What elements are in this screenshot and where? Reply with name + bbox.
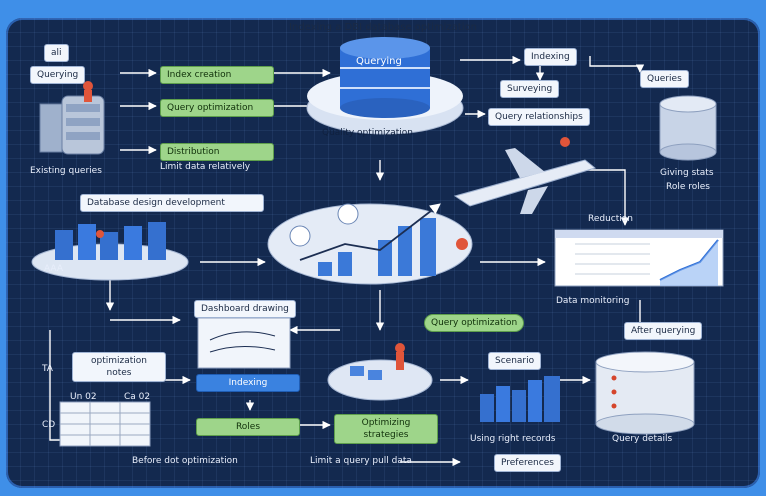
- text-data-monitoring: Data monitoring: [556, 296, 630, 306]
- node-dashboard-drawing: Dashboard drawing: [194, 300, 296, 318]
- side-tag-ta: TA: [42, 364, 53, 374]
- left-bar-platform: [31, 222, 189, 281]
- central-database-icon: [306, 37, 464, 135]
- tag-top-left: ali: [44, 44, 69, 62]
- node-surveying: Surveying: [500, 80, 560, 98]
- diagram-title: Indexing a DBI database optimization: [289, 22, 477, 33]
- node-index-creation: Index creation: [160, 66, 274, 84]
- bottom-database-icon: [595, 351, 695, 435]
- text-existing-queries: Existing queries: [30, 166, 102, 176]
- text-giving-stats: Giving stats: [660, 168, 714, 178]
- text-quality-optimization: Quality optimization: [322, 128, 414, 138]
- node-roles: Roles: [196, 418, 300, 436]
- node-queries: Queries: [640, 70, 689, 88]
- monitoring-platform: [327, 343, 433, 401]
- server-stack-icon: [39, 81, 105, 155]
- node-querying: Querying: [30, 66, 86, 84]
- text-before-optimization: Before dot optimization: [132, 456, 238, 466]
- text-limit-query: Limit a query pull data: [310, 456, 412, 466]
- node-optimize-strategies: Optimizing strategies: [334, 414, 438, 444]
- text-reduction: Reduction: [588, 214, 633, 224]
- table-before-panel: [59, 401, 151, 447]
- text-limit-data: Limit data relatively: [160, 162, 251, 172]
- text-role-roles: Role roles: [666, 182, 710, 192]
- text-ca-02: Ca 02: [124, 392, 151, 402]
- text-aaa: AAA: [44, 264, 63, 274]
- text-un-02: Un 02: [70, 392, 97, 402]
- bottom-bar-cluster: [480, 376, 560, 422]
- node-after-querying: After querying: [624, 322, 703, 340]
- center-db-label: Querying: [356, 56, 402, 67]
- node-indexing: Indexing: [524, 48, 577, 66]
- airplane-icon: [453, 137, 597, 214]
- side-tag-cd: CD: [42, 420, 56, 430]
- text-query-details: Query details: [612, 434, 673, 444]
- node-data-dev: Database design development: [80, 194, 264, 212]
- node-after-query-details: optimization notes: [72, 352, 166, 382]
- node-query-optimization: Query optimization: [160, 99, 274, 117]
- table-chart-panel: [554, 229, 724, 287]
- node-index-box: Indexing: [196, 374, 300, 392]
- hub-platform: [267, 203, 473, 285]
- node-distribution: Distribution: [160, 143, 274, 161]
- text-using-right-records: Using right records: [470, 434, 556, 444]
- dashboard-panel: [197, 317, 291, 369]
- right-database-icon: [659, 95, 717, 161]
- arrow-indexing-queries: [589, 56, 645, 73]
- node-query-relationships: Query relationships: [488, 108, 590, 126]
- node-scenario: Scenario: [488, 352, 542, 370]
- node-preferences: Preferences: [494, 454, 561, 472]
- node-optimize-bubble: Query optimization: [424, 314, 525, 332]
